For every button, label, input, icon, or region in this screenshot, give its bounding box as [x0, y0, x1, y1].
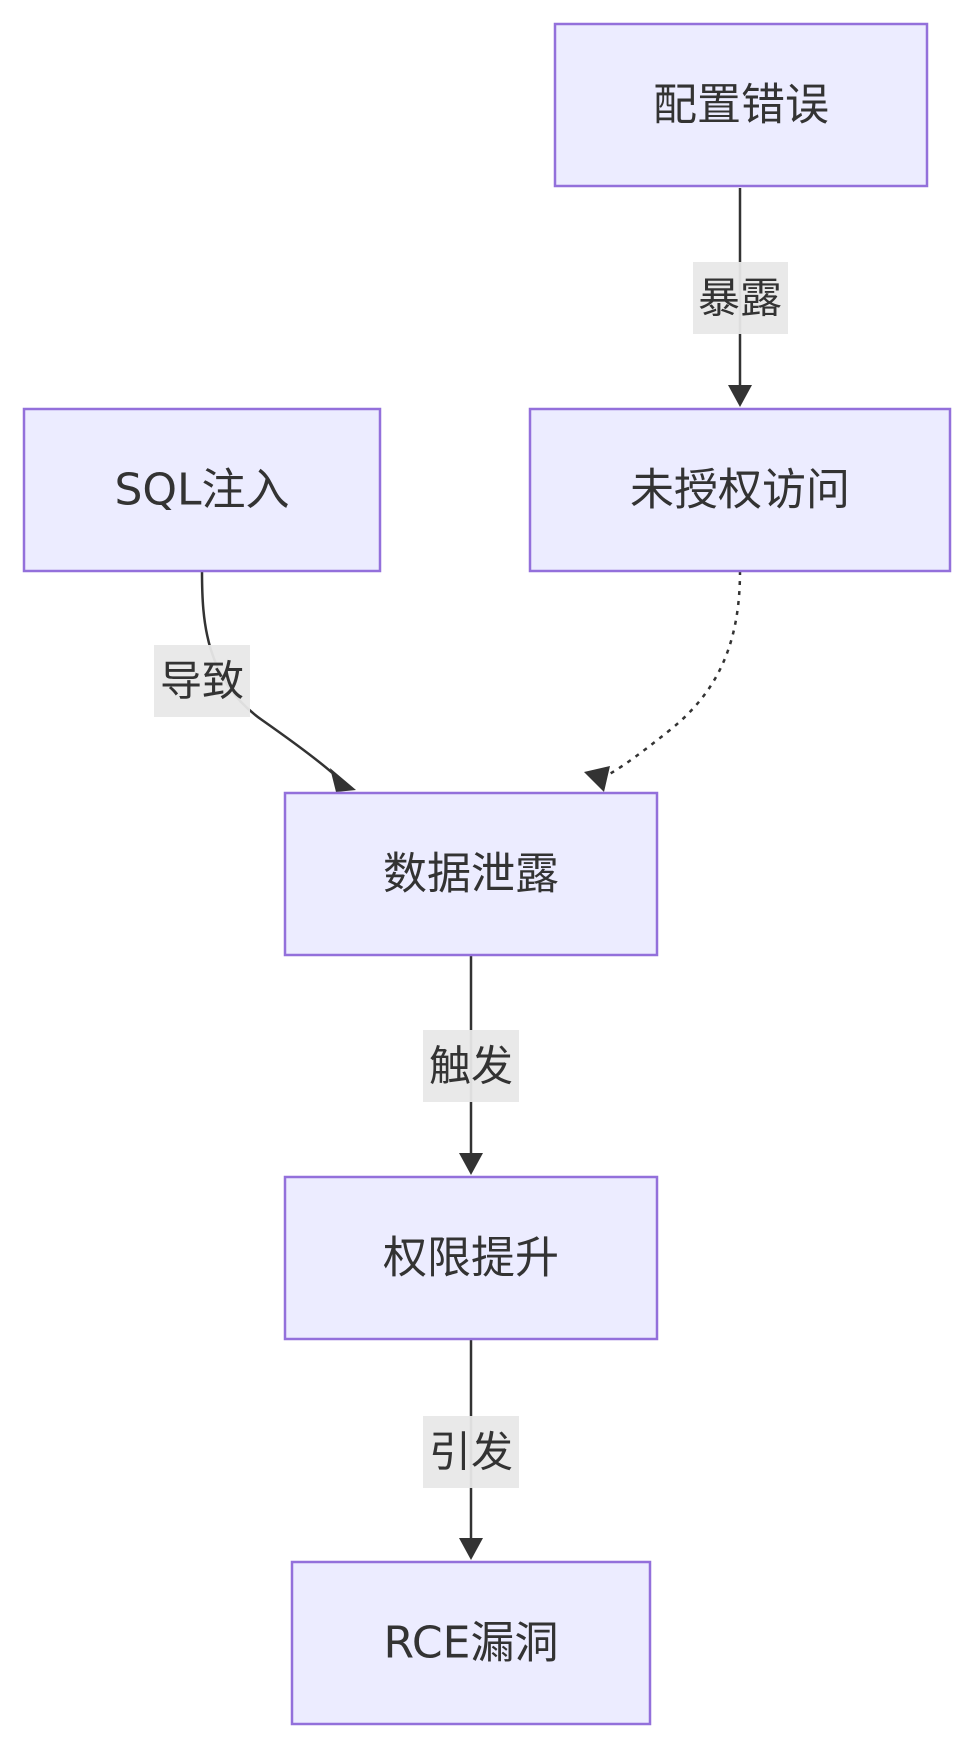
edge-label-cause: 导致 — [154, 645, 250, 717]
node-unauthorized-access: 未授权访问 — [528, 407, 952, 573]
edge-unauthorized-to-leak — [584, 570, 742, 792]
arrowhead-icon — [584, 766, 610, 792]
node-label: 配置错误 — [653, 80, 829, 131]
node-label: 未授权访问 — [630, 465, 850, 516]
arrowhead-icon — [728, 385, 752, 407]
arrowhead-icon — [459, 1153, 483, 1175]
node-sql-injection: SQL注入 — [22, 407, 382, 573]
node-label: 权限提升 — [383, 1233, 559, 1284]
node-label: RCE漏洞 — [384, 1618, 559, 1669]
edge-label-text: 触发 — [429, 1042, 513, 1091]
edge-label-text: 引发 — [429, 1428, 513, 1477]
arrowhead-icon — [330, 768, 356, 792]
node-privilege-escalation: 权限提升 — [283, 1175, 659, 1341]
node-rce: RCE漏洞 — [290, 1560, 652, 1726]
edge-label-text: 导致 — [160, 657, 244, 706]
edge-label-text: 暴露 — [698, 274, 782, 323]
edge-label-trigger: 触发 — [423, 1030, 519, 1102]
node-data-leak: 数据泄露 — [283, 791, 659, 957]
edge-sql-to-leak — [200, 570, 356, 792]
edge-label-expose: 暴露 — [693, 262, 788, 334]
node-label: 数据泄露 — [383, 849, 559, 900]
edge-label-induce: 引发 — [423, 1416, 519, 1488]
node-label: SQL注入 — [114, 465, 289, 516]
node-config-error: 配置错误 — [553, 22, 929, 188]
arrowhead-icon — [459, 1538, 483, 1560]
